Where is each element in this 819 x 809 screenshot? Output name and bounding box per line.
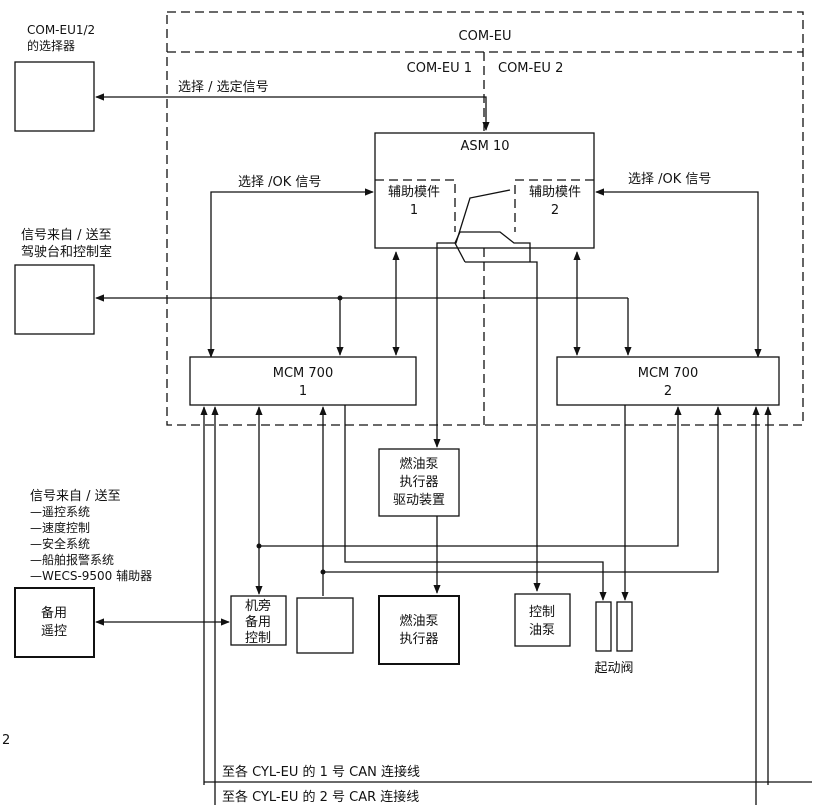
start-valve-label: 起动阀 [594,661,633,676]
start-valve-2 [616,601,633,652]
fuel-driver-box [378,448,460,517]
select-signal-line [95,93,490,131]
local-control-line3: 控制 [245,631,271,646]
com-eu-1-label: COM-EU 1 [407,61,472,76]
com-eu-2-label: COM-EU 2 [498,61,563,76]
aux-crossing-b [454,231,531,263]
fuel-actuator-box [378,595,460,665]
ok-signal-right-line [595,188,762,358]
oil-pump-box [514,593,571,647]
ok-signal-left-line [207,188,374,358]
selector-box [14,61,95,132]
local-control-box [230,595,287,646]
margin-mark: 2 [2,733,10,748]
mcm700-1-box [189,356,417,406]
aux-module-2-outline [514,179,594,232]
fuel-driver-line2: 执行器 [399,475,438,490]
systems-item-3: —安全系统 [30,536,90,551]
mcm700-2-name: MCM 700 [638,366,698,381]
mcm1-to-start-valve-1 [344,405,607,601]
backup-remote-line1: 备用 [41,605,67,621]
backup-remote-line2: 遥控 [41,624,67,639]
oil-pump-line2: 油泵 [529,623,555,638]
mcm2-to-unnamed-line [323,406,722,573]
mcm2-to-local-line [259,406,682,547]
aux-module-1-outline [375,179,456,232]
aux-module-1-number: 1 [410,203,418,218]
mcm700-2-number: 2 [664,384,672,399]
aux-module-1-label: 辅助模件 [388,185,440,200]
aux-crossing-a [436,189,511,262]
aux-module-2-label: 辅助模件 [529,185,581,200]
mcm700-1-name: MCM 700 [273,366,333,381]
oil-pump-line1: 控制 [529,605,555,620]
bridge-label-line1: 信号来自 / 送至 [21,228,112,243]
local-control-line1: 机旁 [245,598,271,614]
systems-item-5: —WECS-9500 辅助器 [30,569,152,583]
asm-to-oil-pump [465,261,541,592]
systems-item-2: —速度控制 [30,520,90,535]
aux-module-2-number: 2 [551,203,559,218]
mcm700-1-number: 1 [299,384,307,399]
fuel-actuator-line1: 燃油泵 [399,613,438,629]
unnamed-box [296,597,354,654]
fuel-driver-line3: 驱动装置 [393,493,445,508]
systems-item-1: —遥控系统 [30,505,90,519]
bridge-box [14,264,95,335]
asm10-box [374,132,595,249]
backup-remote-box [14,587,95,658]
mcm700-2-box [556,356,780,406]
fuel-driver-line1: 燃油泵 [399,456,438,472]
selector-label-line1: COM-EU1/2 [27,23,95,37]
ok-signal-right-label: 选择 /OK 信号 [628,172,711,187]
fuel-actuator-line2: 执行器 [399,632,438,647]
start-valve-1 [595,601,612,652]
bridge-label-line2: 驾驶台和控制室 [21,244,112,260]
systems-item-4: —船舶报警系统 [30,552,114,567]
com-eu-title: COM-EU [459,29,512,44]
local-control-line2: 备用 [245,614,271,630]
select-signal-label: 选择 / 选定信号 [178,80,269,95]
asm10-label: ASM 10 [460,139,509,154]
can-bus-2-label: 至各 CYL-EU 的 2 号 CAR 连接线 [222,789,419,805]
selector-label-line2: 的选择器 [27,38,75,53]
ok-signal-left-label: 选择 /OK 信号 [238,175,321,190]
can-bus-1-label: 至各 CYL-EU 的 1 号 CAN 连接线 [222,764,420,780]
systems-header: 信号来自 / 送至 [30,489,121,504]
